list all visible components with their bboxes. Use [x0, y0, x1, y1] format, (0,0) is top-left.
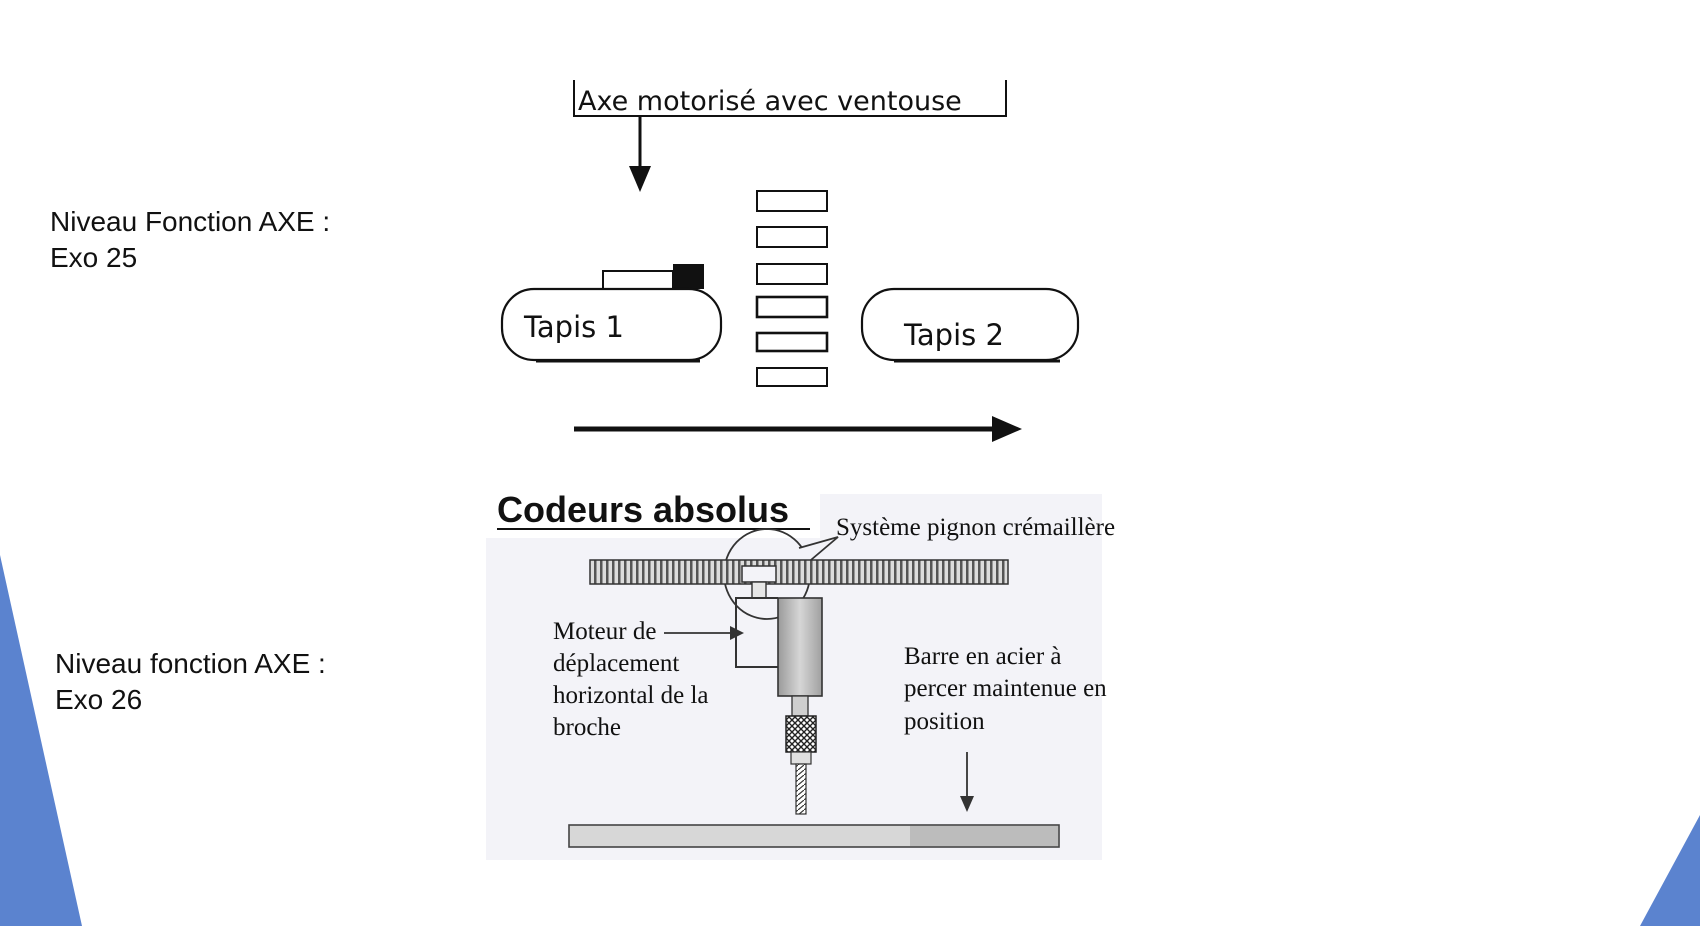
exo25-label-line1: Niveau Fonction AXE :: [50, 206, 331, 237]
motor-label-line2: déplacement: [553, 650, 679, 677]
workpiece-dark-end: [673, 264, 704, 289]
exo26-label-line2: Exo 26: [55, 684, 143, 715]
spindle-column: [777, 597, 823, 697]
steel-bar-shade: [910, 826, 1058, 846]
axis-bracket: [573, 80, 1007, 117]
stack-item: [756, 263, 828, 285]
exo26-title: Codeurs absolus: [497, 489, 789, 530]
bar-label-line1: Barre en acier à: [904, 643, 1062, 670]
motor-label-line1: Moteur de: [553, 618, 656, 645]
belt-1-label: Tapis 1: [523, 310, 624, 344]
exo25-label: Niveau Fonction AXE : Exo 25: [50, 204, 330, 276]
chuck-tip: [790, 751, 812, 765]
exo26-label: Niveau fonction AXE : Exo 26: [55, 646, 326, 718]
item-stack: [755, 190, 829, 387]
pinion-shaft: [751, 581, 767, 599]
stack-item: [756, 190, 828, 212]
exo25-diagram: Axe motorisé avec ventouse Tapis 1 Tapis…: [500, 80, 1080, 442]
movement-arrow-head: [992, 416, 1022, 442]
bar-label-line2: percer maintenue en: [904, 675, 1107, 702]
down-arrow-head: [629, 166, 651, 192]
chuck-neck: [791, 695, 809, 717]
stack-item: [755, 331, 829, 353]
corner-triangle-left: [0, 555, 82, 926]
axis-label: Axe motorisé avec ventouse: [578, 86, 962, 117]
bar-label: Barre en acier à percer maintenue en pos…: [904, 643, 1107, 735]
motor-arrow-head: [730, 626, 744, 640]
drill-bit: [795, 763, 807, 815]
motor-label-line3: horizontal de la: [553, 682, 709, 709]
rack-label: Système pignon crémaillère: [836, 514, 1115, 541]
pinion: [741, 565, 777, 583]
bar-label-line3: position: [904, 708, 985, 735]
motor-label-line4: broche: [553, 714, 621, 741]
stack-item: [756, 367, 828, 387]
workpiece: [602, 270, 674, 290]
bar-arrow-head: [960, 796, 974, 812]
corner-triangle-right: [1640, 815, 1700, 926]
exo26-label-line1: Niveau fonction AXE :: [55, 648, 326, 679]
motor-label: Moteur de déplacement horizontal de la b…: [553, 618, 709, 741]
chuck: [785, 715, 817, 753]
exo26-diagram: Codeurs absolus Système pignon crémaillè…: [486, 489, 1115, 860]
stack-item: [755, 295, 829, 319]
belt-2-label: Tapis 2: [903, 318, 1004, 352]
rack-bar: [589, 559, 1009, 585]
stack-item: [756, 226, 828, 248]
exo25-label-line2: Exo 25: [50, 242, 138, 273]
